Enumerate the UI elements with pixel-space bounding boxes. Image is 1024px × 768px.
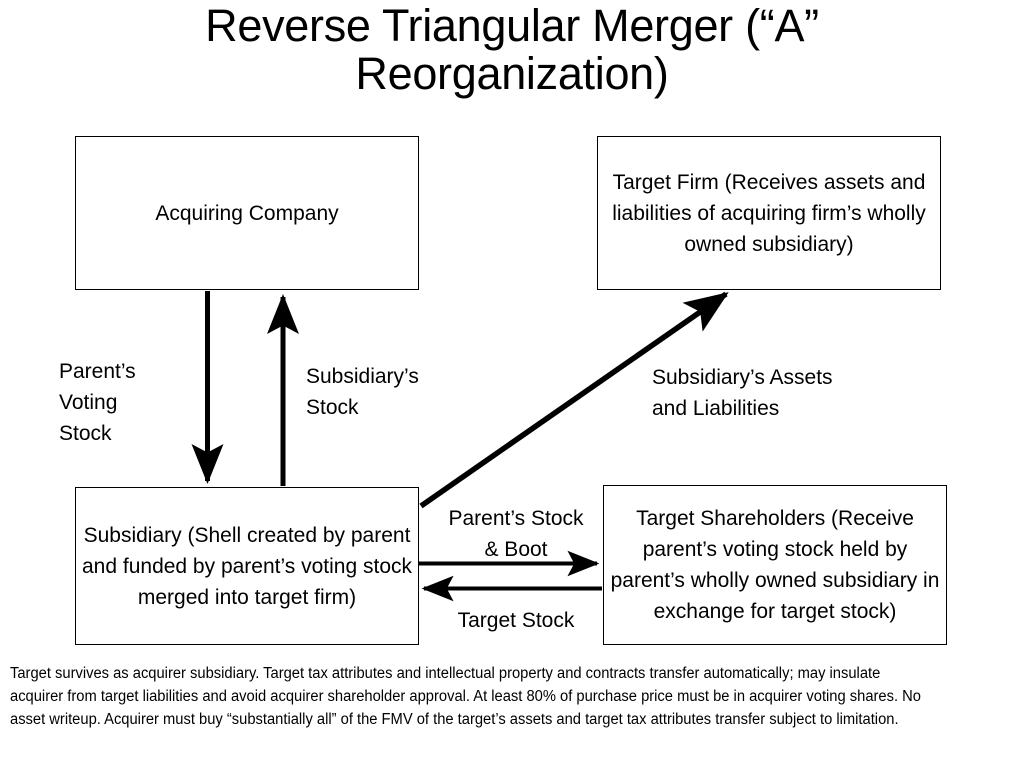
page-title: Reverse Triangular Merger (“A” Reorganiz… [205,0,819,99]
edge-label-parents-stock-and-boot: Parent’s Stock & Boot [448,507,584,561]
box-subsidiary-label: Subsidiary (Shell created by parent and … [82,523,413,609]
edge-label-parents-voting-stock: Parent’s Voting Stock [59,360,136,445]
box-target-shareholders[interactable]: Target Shareholders (Receive parent’s vo… [603,485,947,645]
box-acquiring-company-label: Acquiring Company [155,201,339,225]
edge-label-subsidiarys-assets-and-liabilities: Subsidiary’s Assets and Liabilities [652,366,833,420]
box-subsidiary[interactable]: Subsidiary (Shell created by parent and … [75,487,419,645]
edge-label-target-stock: Target Stock [457,609,575,632]
box-target-firm[interactable]: Target Firm (Receives assets and liabili… [597,136,941,290]
box-target-firm-label: Target Firm (Receives assets and liabili… [612,170,926,256]
box-acquiring-company[interactable]: Acquiring Company [75,136,419,290]
footer-note: Target survives as acquirer subsidiary. … [10,665,921,728]
box-target-shareholders-label: Target Shareholders (Receive parent’s vo… [610,507,940,623]
edge-label-subsidiarys-stock: Subsidiary’s Stock [306,365,419,419]
